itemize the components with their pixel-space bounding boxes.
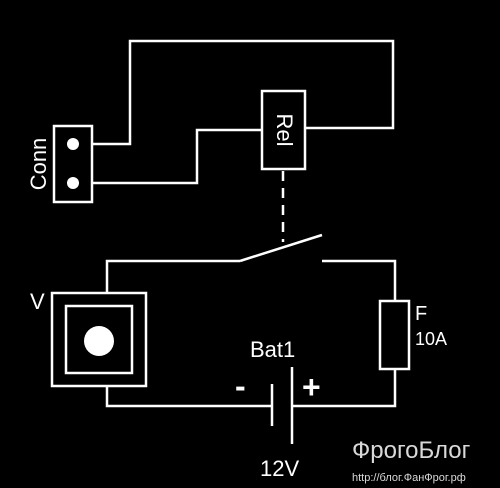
voltmeter-label: V xyxy=(30,289,45,314)
connector-body xyxy=(52,124,94,204)
connector-pin-top xyxy=(67,138,79,150)
gauge-inner xyxy=(64,304,134,375)
wire-conn-top-to-relay xyxy=(92,39,395,146)
wire-conn-bottom-to-relay xyxy=(92,128,262,185)
connector-label: Conn xyxy=(26,138,51,191)
fuse-label: F xyxy=(415,303,427,325)
wire-bottom-right xyxy=(292,369,397,408)
battery-minus: - xyxy=(235,368,246,404)
gauge-outer xyxy=(50,291,148,388)
switch-blade xyxy=(239,233,323,263)
relay-label: Rel xyxy=(272,113,297,146)
wire-top-right xyxy=(322,259,397,301)
watermark-site: http://блог.ФанФрог.рф xyxy=(352,472,466,484)
watermark-brand: ФрогоБлог xyxy=(352,437,471,464)
battery-label: Bat1 xyxy=(250,337,295,362)
battery-voltage: 12V xyxy=(260,456,299,481)
fuse-body xyxy=(378,299,411,371)
wire-top-left xyxy=(105,259,240,293)
wire-bottom-left xyxy=(105,386,272,408)
relay-coil xyxy=(260,89,307,171)
fuse-rating: 10A xyxy=(415,329,447,349)
connector-pin-bottom xyxy=(67,177,79,189)
battery-plus: + xyxy=(302,369,321,405)
gauge-indicator xyxy=(84,326,114,356)
